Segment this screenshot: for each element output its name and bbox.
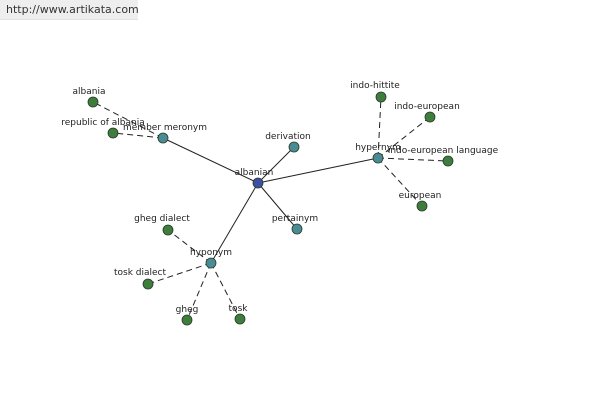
graph-edges — [92, 96, 449, 321]
node-hyponym[interactable] — [205, 257, 217, 269]
node-derivation[interactable] — [288, 141, 300, 153]
label-pertainym: pertainym — [272, 214, 318, 224]
node-european[interactable] — [416, 200, 428, 212]
label-albania: albania — [73, 87, 106, 97]
edge-hypernym-to-indo-european — [377, 116, 431, 159]
label-tosk-dialect: tosk dialect — [114, 268, 167, 278]
node-albanian[interactable] — [252, 177, 264, 189]
graph-labels: albanian member meronym derivation hypernym… — [61, 81, 498, 315]
edge-hyponym-to-tosk — [210, 262, 241, 320]
edge-albanian-to-pertainym — [257, 182, 298, 230]
node-pertainym[interactable] — [291, 223, 303, 235]
label-derivation: derivation — [265, 132, 311, 142]
edge-albanian-to-hypernym — [257, 157, 379, 184]
node-tosk[interactable] — [234, 313, 246, 325]
edge-hypernym-to-indo-european-language — [377, 157, 449, 162]
edge-member-meronym-to-albania — [92, 101, 164, 139]
node-indo-hittite[interactable] — [375, 91, 387, 103]
node-indo-european-language[interactable] — [442, 155, 454, 167]
edge-hyponym-to-gheg-dialect — [167, 229, 212, 264]
label-european: european — [399, 191, 442, 201]
node-member-meronym[interactable] — [157, 132, 169, 144]
edge-hyponym-to-tosk-dialect — [147, 262, 212, 285]
edge-hypernym-to-european — [377, 157, 423, 207]
label-hypernym: hypernym — [355, 143, 401, 153]
edge-hyponym-to-gheg — [186, 262, 212, 321]
node-hypernym[interactable] — [372, 152, 384, 164]
label-indo-european: indo-european — [394, 102, 460, 112]
label-gheg-dialect: gheg dialect — [134, 214, 190, 224]
label-albanian: albanian — [235, 168, 274, 178]
node-republic-of-albania[interactable] — [107, 127, 119, 139]
node-gheg-dialect[interactable] — [162, 224, 174, 236]
label-republic-of-albania: republic of albania — [61, 118, 144, 128]
node-indo-european[interactable] — [424, 111, 436, 123]
label-tosk: tosk — [229, 304, 249, 314]
label-indo-hittite: indo-hittite — [350, 81, 400, 91]
graph-nodes — [87, 91, 454, 326]
label-hyponym: hyponym — [190, 248, 232, 258]
label-gheg: gheg — [176, 305, 199, 315]
edge-hypernym-to-indo-hittite — [377, 96, 382, 159]
source-url[interactable]: http://www.artikata.com — [0, 0, 139, 20]
edge-albanian-to-derivation — [257, 146, 295, 184]
edge-albanian-to-member-meronym — [162, 137, 259, 184]
node-gheg[interactable] — [181, 314, 193, 326]
edge-albanian-to-hyponym — [210, 182, 259, 264]
edge-member-meronym-to-republic-of-albania — [112, 132, 164, 139]
node-albania[interactable] — [87, 96, 99, 108]
label-member-meronym: member meronym — [123, 123, 207, 133]
label-indo-european-language: indo-european language — [388, 146, 499, 156]
node-tosk-dialect[interactable] — [142, 278, 154, 290]
